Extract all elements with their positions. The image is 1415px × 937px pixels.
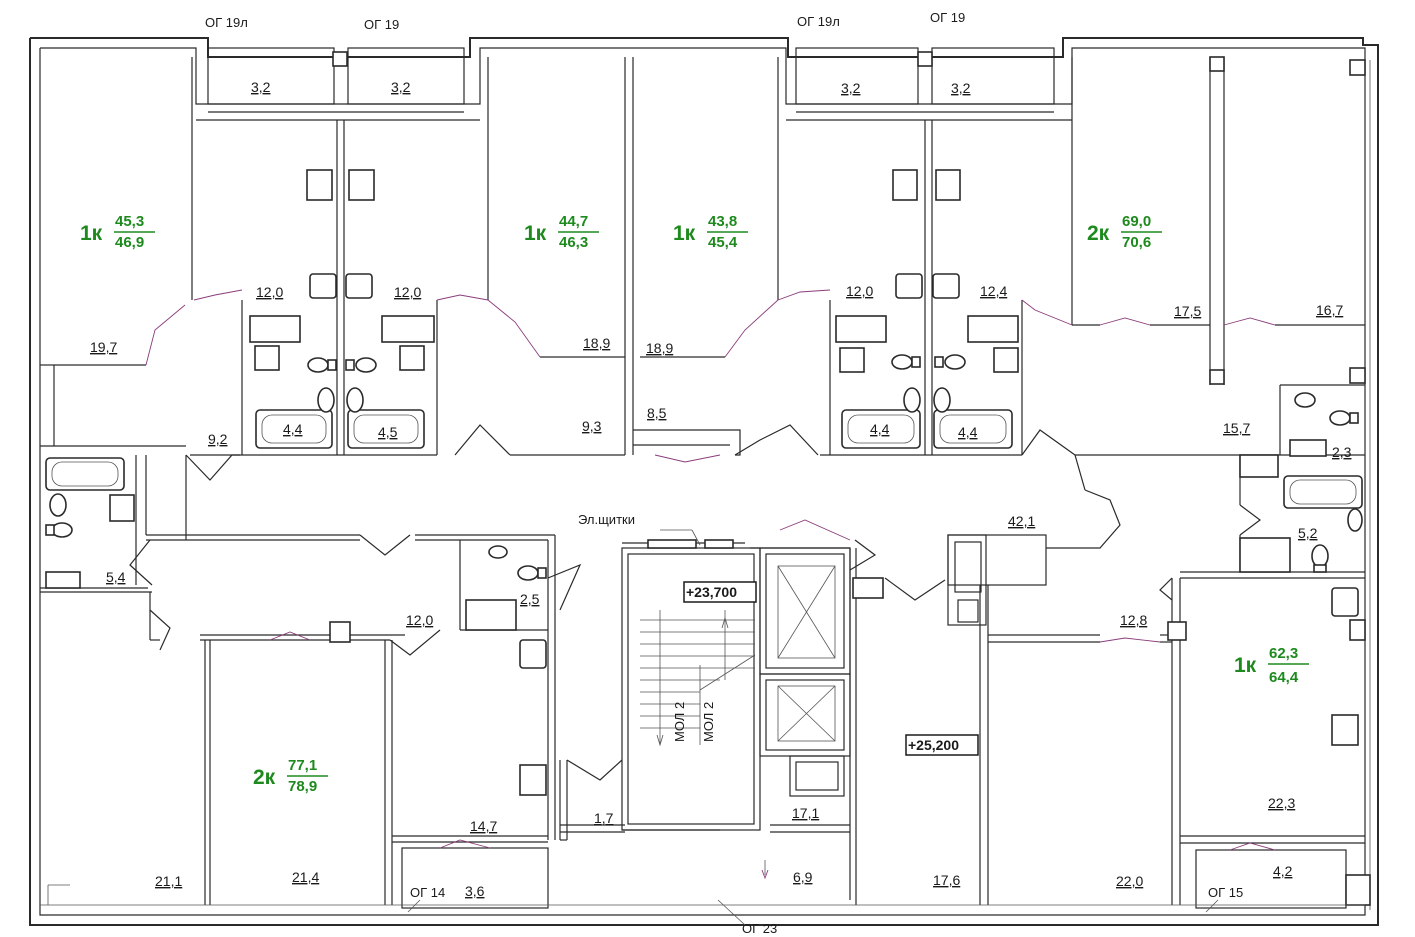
- apartment-label: 1к 45,3 46,9: [80, 213, 155, 251]
- svg-text:2к: 2к: [253, 766, 276, 789]
- room-area: 22,0: [1116, 873, 1143, 889]
- room-area: 5,2: [1298, 525, 1318, 541]
- stair-flights: [640, 610, 769, 880]
- svg-text:46,3: 46,3: [559, 234, 588, 251]
- room-area: 12,0: [406, 612, 433, 628]
- room-area: 6,9: [793, 869, 813, 885]
- room-area: 21,4: [292, 869, 319, 885]
- room-area: 21,1: [155, 873, 182, 889]
- svg-text:1к: 1к: [1234, 654, 1257, 677]
- svg-text:1к: 1к: [80, 222, 103, 245]
- room-area: 12,0: [846, 283, 873, 299]
- svg-text:43,8: 43,8: [708, 213, 737, 230]
- balcony-label: ОГ 19л: [797, 14, 840, 29]
- balcony-label: ОГ 23: [742, 921, 777, 936]
- svg-text:62,3: 62,3: [1269, 645, 1298, 662]
- balcony-label: ОГ 19: [930, 10, 965, 25]
- room-area: 1,7: [594, 810, 614, 826]
- svg-text:70,6: 70,6: [1122, 234, 1151, 251]
- svg-text:1к: 1к: [524, 222, 547, 245]
- room-area: 17,1: [792, 805, 819, 821]
- outer-walls: [29, 37, 1379, 926]
- svg-text:45,3: 45,3: [115, 213, 144, 230]
- room-area: 17,6: [933, 872, 960, 888]
- interior-walls: [40, 56, 1371, 909]
- stair-label: МОЛ 2: [701, 702, 716, 742]
- room-area: 18,9: [583, 335, 610, 351]
- room-area: 15,7: [1223, 420, 1250, 436]
- room-area: 18,9: [646, 340, 673, 356]
- apartment-label: 2к 77,1 78,9: [253, 757, 328, 795]
- apartment-labels: 1к 45,3 46,9 1к 44,7 46,3 1к 43,8 45,4 2…: [80, 213, 1309, 795]
- room-area: 12,0: [394, 284, 421, 300]
- bathroom-fixtures: [45, 169, 1363, 796]
- svg-text:45,4: 45,4: [708, 234, 738, 251]
- room-area: 12,0: [256, 284, 283, 300]
- room-area: 3,2: [251, 79, 271, 95]
- apartment-label: 2к 69,0 70,6: [1087, 213, 1162, 251]
- stair-label: МОЛ 2: [672, 702, 687, 742]
- svg-text:69,0: 69,0: [1122, 213, 1151, 230]
- annotations: Эл.щитки МОЛ 2 МОЛ 2 +23,700 +25,200: [578, 512, 979, 756]
- svg-text:64,4: 64,4: [1269, 669, 1299, 686]
- svg-text:44,7: 44,7: [559, 213, 588, 230]
- room-area: 4,5: [378, 424, 398, 440]
- room-area: 3,2: [391, 79, 411, 95]
- room-area: 42,1: [1008, 513, 1035, 529]
- balcony-label: ОГ 19: [364, 17, 399, 32]
- apartment-label: 1к 62,3 64,4: [1234, 645, 1309, 686]
- room-area: 4,4: [958, 424, 978, 440]
- room-area: 4,4: [870, 421, 890, 437]
- room-area: 3,6: [465, 883, 485, 899]
- room-area: 3,2: [841, 80, 861, 96]
- room-area: 8,5: [647, 405, 667, 421]
- balcony-label: ОГ 14: [410, 885, 445, 900]
- svg-text:1к: 1к: [673, 222, 696, 245]
- room-area: 9,3: [582, 418, 602, 434]
- room-area: 12,8: [1120, 612, 1147, 628]
- svg-text:2к: 2к: [1087, 222, 1110, 245]
- corridor-outline: [129, 424, 1261, 781]
- room-area: 16,7: [1316, 302, 1343, 318]
- room-area: 2,5: [520, 591, 540, 607]
- room-area: 4,2: [1273, 863, 1293, 879]
- balcony-labels: ОГ 19л ОГ 19 ОГ 19л ОГ 19 ОГ 14 ОГ 15 ОГ…: [205, 10, 1243, 936]
- level-mark: +25,200: [908, 737, 959, 753]
- room-area: 19,7: [90, 339, 117, 355]
- door-swings: [145, 289, 1276, 851]
- room-area: 22,3: [1268, 795, 1295, 811]
- svg-text:46,9: 46,9: [115, 234, 144, 251]
- room-area: 4,4: [283, 421, 303, 437]
- room-area: 14,7: [470, 818, 497, 834]
- svg-text:77,1: 77,1: [288, 757, 317, 774]
- balcony-label: ОГ 15: [1208, 885, 1243, 900]
- level-mark: +23,700: [686, 584, 737, 600]
- svg-text:78,9: 78,9: [288, 778, 317, 795]
- room-area: 3,2: [951, 80, 971, 96]
- balcony-label: ОГ 19л: [205, 15, 248, 30]
- apartment-label: 1к 43,8 45,4: [673, 213, 748, 251]
- panel-label: Эл.щитки: [578, 512, 635, 527]
- room-area: 12,4: [980, 283, 1007, 299]
- room-area: 9,2: [208, 431, 228, 447]
- room-area: 5,4: [106, 569, 126, 585]
- apartment-label: 1к 44,7 46,3: [524, 213, 599, 251]
- balconies-top: [207, 47, 1055, 113]
- room-area: 17,5: [1174, 303, 1201, 319]
- room-area: 2,3: [1332, 444, 1352, 460]
- room-areas: 3,2 3,2 3,2 3,2 12,0 12,0 12,0 12,4 19,7…: [90, 79, 1352, 899]
